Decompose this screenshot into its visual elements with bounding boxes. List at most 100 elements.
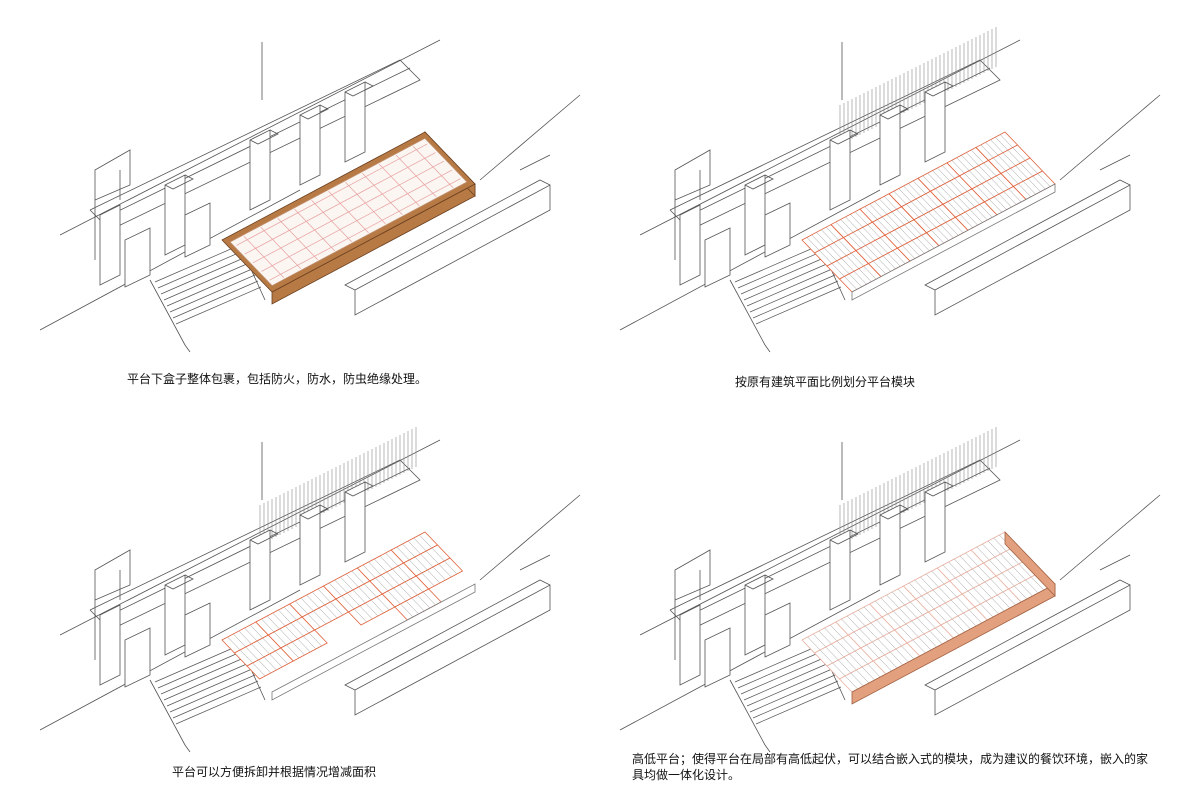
deck-slat bbox=[898, 188, 912, 202]
deck-slat bbox=[1002, 591, 1016, 606]
ground-line bbox=[519, 154, 551, 171]
deck-slat bbox=[970, 149, 984, 164]
deck-slat bbox=[341, 595, 355, 610]
deck-slat bbox=[816, 232, 830, 246]
deck-slat bbox=[890, 651, 903, 666]
deck-slat bbox=[285, 625, 298, 640]
deck-slat bbox=[983, 162, 997, 177]
deck-slat bbox=[841, 258, 855, 272]
deck-slat bbox=[997, 155, 1011, 169]
deck-slat bbox=[313, 610, 327, 625]
isometric-drawing bbox=[39, 427, 581, 753]
deck-slat bbox=[845, 216, 859, 231]
deck-slat bbox=[886, 594, 900, 609]
deck-slat bbox=[832, 662, 846, 677]
deck-slat bbox=[968, 170, 982, 184]
deck-slat bbox=[991, 597, 1005, 612]
deck-slat bbox=[823, 247, 837, 262]
deck-slat bbox=[1006, 550, 1019, 565]
deck-slat bbox=[819, 250, 833, 264]
stair-tread bbox=[746, 268, 833, 307]
deck-slat bbox=[303, 635, 317, 650]
stair-tread bbox=[743, 662, 830, 701]
deck-slat bbox=[244, 627, 258, 642]
deck-slat bbox=[993, 157, 1007, 172]
column bbox=[924, 81, 946, 163]
platform-side bbox=[271, 583, 476, 701]
planter-box bbox=[764, 602, 791, 658]
frame-joist bbox=[269, 178, 461, 281]
deck-slat bbox=[821, 229, 835, 243]
post bbox=[679, 204, 701, 286]
deck-slat bbox=[865, 245, 879, 259]
deck-slat bbox=[272, 612, 286, 627]
deck-slat bbox=[957, 615, 971, 630]
deck-slat bbox=[850, 214, 864, 228]
deck-slat bbox=[1027, 178, 1041, 192]
deck-slat bbox=[855, 650, 868, 665]
stair-tread bbox=[749, 274, 836, 313]
deck-slat bbox=[911, 620, 925, 635]
deck-slat bbox=[892, 591, 905, 606]
deck-slat bbox=[900, 626, 913, 641]
deck-slat bbox=[939, 605, 953, 620]
stair-tread bbox=[755, 286, 842, 325]
column-top bbox=[164, 174, 194, 190]
deck-slat bbox=[952, 618, 965, 633]
deck-slat bbox=[902, 245, 916, 259]
deck-slat bbox=[891, 211, 905, 226]
caption: 平台可以方便拆卸并根据情况增减面积 bbox=[172, 765, 377, 779]
deck-slat bbox=[887, 253, 901, 267]
frame-joist bbox=[261, 169, 453, 272]
ground-line bbox=[479, 494, 581, 581]
deck-slat bbox=[947, 201, 961, 215]
deck-slat bbox=[999, 134, 1013, 148]
deck-slat bbox=[860, 247, 874, 262]
deck-slat bbox=[893, 190, 907, 205]
column-top bbox=[879, 504, 909, 520]
deck-slat bbox=[945, 222, 959, 236]
deck-slat bbox=[878, 657, 892, 672]
stair-tread bbox=[157, 650, 244, 689]
deck-slat bbox=[850, 252, 864, 267]
deck-slat bbox=[925, 573, 939, 588]
deck-slat bbox=[387, 590, 401, 605]
deck-slat bbox=[359, 605, 373, 620]
column-top bbox=[744, 574, 774, 590]
deck-slat bbox=[307, 613, 321, 628]
stair-tread bbox=[160, 256, 247, 295]
stair-tread bbox=[175, 286, 262, 325]
column bbox=[829, 529, 851, 611]
deck-slat bbox=[848, 234, 862, 249]
column-top bbox=[744, 174, 774, 190]
deck-slat bbox=[431, 547, 445, 562]
deck-slat bbox=[807, 636, 821, 651]
column-top bbox=[924, 481, 954, 497]
stair-tread bbox=[157, 250, 244, 289]
deck-slat bbox=[887, 613, 901, 628]
deck-slat bbox=[404, 581, 418, 596]
ground-line bbox=[59, 439, 441, 636]
deck-slat bbox=[922, 614, 936, 629]
planter-box bbox=[184, 602, 211, 658]
deck-slat bbox=[828, 245, 842, 259]
deck-slat bbox=[824, 627, 838, 642]
stair-tread bbox=[169, 274, 256, 313]
deck-slat bbox=[935, 188, 949, 202]
column-top bbox=[879, 104, 909, 120]
street-wall-top bbox=[924, 579, 1131, 691]
platform-side bbox=[851, 183, 1056, 301]
deck-slat bbox=[844, 276, 858, 290]
deck-slat bbox=[380, 574, 394, 589]
deck-slat bbox=[889, 232, 903, 246]
deck-slat bbox=[895, 648, 909, 663]
stair-tread bbox=[175, 686, 262, 725]
column bbox=[744, 574, 766, 656]
deck-slat bbox=[843, 656, 857, 671]
deck-slat bbox=[963, 612, 977, 627]
deck-slat bbox=[833, 242, 847, 256]
deck-slat bbox=[937, 167, 951, 182]
deck-slat bbox=[929, 630, 943, 645]
stair-tread bbox=[743, 262, 830, 301]
deck-slat bbox=[393, 587, 407, 602]
